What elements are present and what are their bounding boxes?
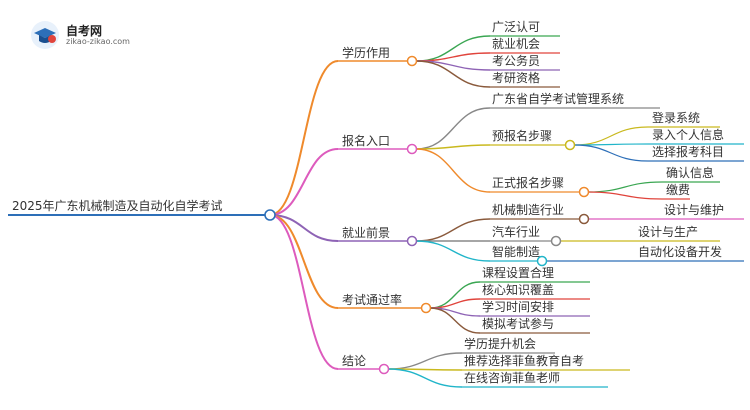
child-collapse-toggle[interactable] xyxy=(550,235,562,247)
child-topic: 在线咨询菲鱼老师 xyxy=(464,370,560,385)
site-logo: 自考网 zikao-zikao.com xyxy=(30,20,170,50)
root-collapse-toggle[interactable] xyxy=(264,209,276,221)
branch-topic: 考试通过率 xyxy=(342,292,402,307)
child-topic: 核心知识覆盖 xyxy=(482,283,554,297)
child-topic: 正式报名步骤 xyxy=(492,175,564,190)
child-topic: 课程设置合理 xyxy=(482,265,554,280)
child-collapse-toggle[interactable] xyxy=(578,186,590,198)
logo-subtitle: zikao-zikao.com xyxy=(66,37,130,46)
child-link xyxy=(415,144,491,150)
root-topic: 2025年广东机械制造及自动化自学考试 xyxy=(12,198,223,213)
child-topic: 考公务员 xyxy=(492,53,540,68)
child-topic: 广泛认可 xyxy=(492,20,540,34)
child-topic: 广东省自学考试管理系统 xyxy=(492,91,624,106)
branch-topic: 学历作用 xyxy=(342,45,390,60)
child-topic: 考研资格 xyxy=(492,70,540,85)
branch-link xyxy=(269,148,339,216)
branch-collapse-toggle[interactable] xyxy=(378,363,390,375)
logo-title: 自考网 xyxy=(66,24,103,38)
child-topic: 推荐选择菲鱼教育自考 xyxy=(464,353,584,368)
leaf-topic: 缴费 xyxy=(666,182,690,197)
branch-collapse-toggle[interactable] xyxy=(406,143,418,155)
leaf-topic: 设计与生产 xyxy=(638,225,698,239)
child-link xyxy=(415,218,491,242)
leaf-topic: 设计与维护 xyxy=(664,203,724,217)
child-link xyxy=(415,240,491,262)
child-topic: 学习时间安排 xyxy=(482,299,554,314)
leaf-topic: 选择报考科目 xyxy=(652,144,724,159)
branch-topic: 结论 xyxy=(342,354,366,368)
branch-link xyxy=(269,214,339,309)
child-topic: 就业机会 xyxy=(492,37,540,51)
leaf-link xyxy=(587,181,663,193)
branch-link xyxy=(269,214,339,370)
branch-link xyxy=(269,214,339,242)
child-link xyxy=(387,352,463,370)
child-topic: 智能制造 xyxy=(492,244,540,259)
leaf-topic: 确认信息 xyxy=(666,165,714,180)
child-collapse-toggle[interactable] xyxy=(578,213,590,225)
branch-collapse-toggle[interactable] xyxy=(420,302,432,314)
graduation-cap-icon xyxy=(31,21,59,49)
branch-collapse-toggle[interactable] xyxy=(406,235,418,247)
leaf-link xyxy=(573,144,649,162)
branch-link xyxy=(269,60,339,216)
mindmap-links xyxy=(8,35,744,388)
child-link xyxy=(387,368,463,388)
child-collapse-toggle[interactable] xyxy=(564,139,576,151)
child-topic: 学历提升机会 xyxy=(464,336,536,351)
leaf-link xyxy=(587,191,663,200)
leaf-link xyxy=(573,126,649,146)
child-link xyxy=(429,307,481,334)
branch-collapse-toggle[interactable] xyxy=(406,55,418,67)
child-link xyxy=(415,148,491,193)
branch-topic: 报名入口 xyxy=(342,133,390,148)
branch-topic: 就业前景 xyxy=(342,225,390,240)
child-collapse-toggle[interactable] xyxy=(536,255,548,267)
child-topic: 机械制造行业 xyxy=(492,202,564,217)
mindmap-nodes: 2025年广东机械制造及自动化自学考试 学历作用 广泛认可就业机会考公务员考研资格报… xyxy=(12,20,724,385)
leaf-topic: 自动化设备开发 xyxy=(638,244,722,259)
child-link xyxy=(415,60,491,88)
child-topic: 汽车行业 xyxy=(492,224,540,239)
child-topic: 预报名步骤 xyxy=(492,128,552,143)
child-topic: 模拟考试参与 xyxy=(482,316,554,331)
leaf-topic: 录入个人信息 xyxy=(652,127,724,142)
leaf-topic: 登录系统 xyxy=(652,110,700,125)
child-link xyxy=(415,107,491,150)
